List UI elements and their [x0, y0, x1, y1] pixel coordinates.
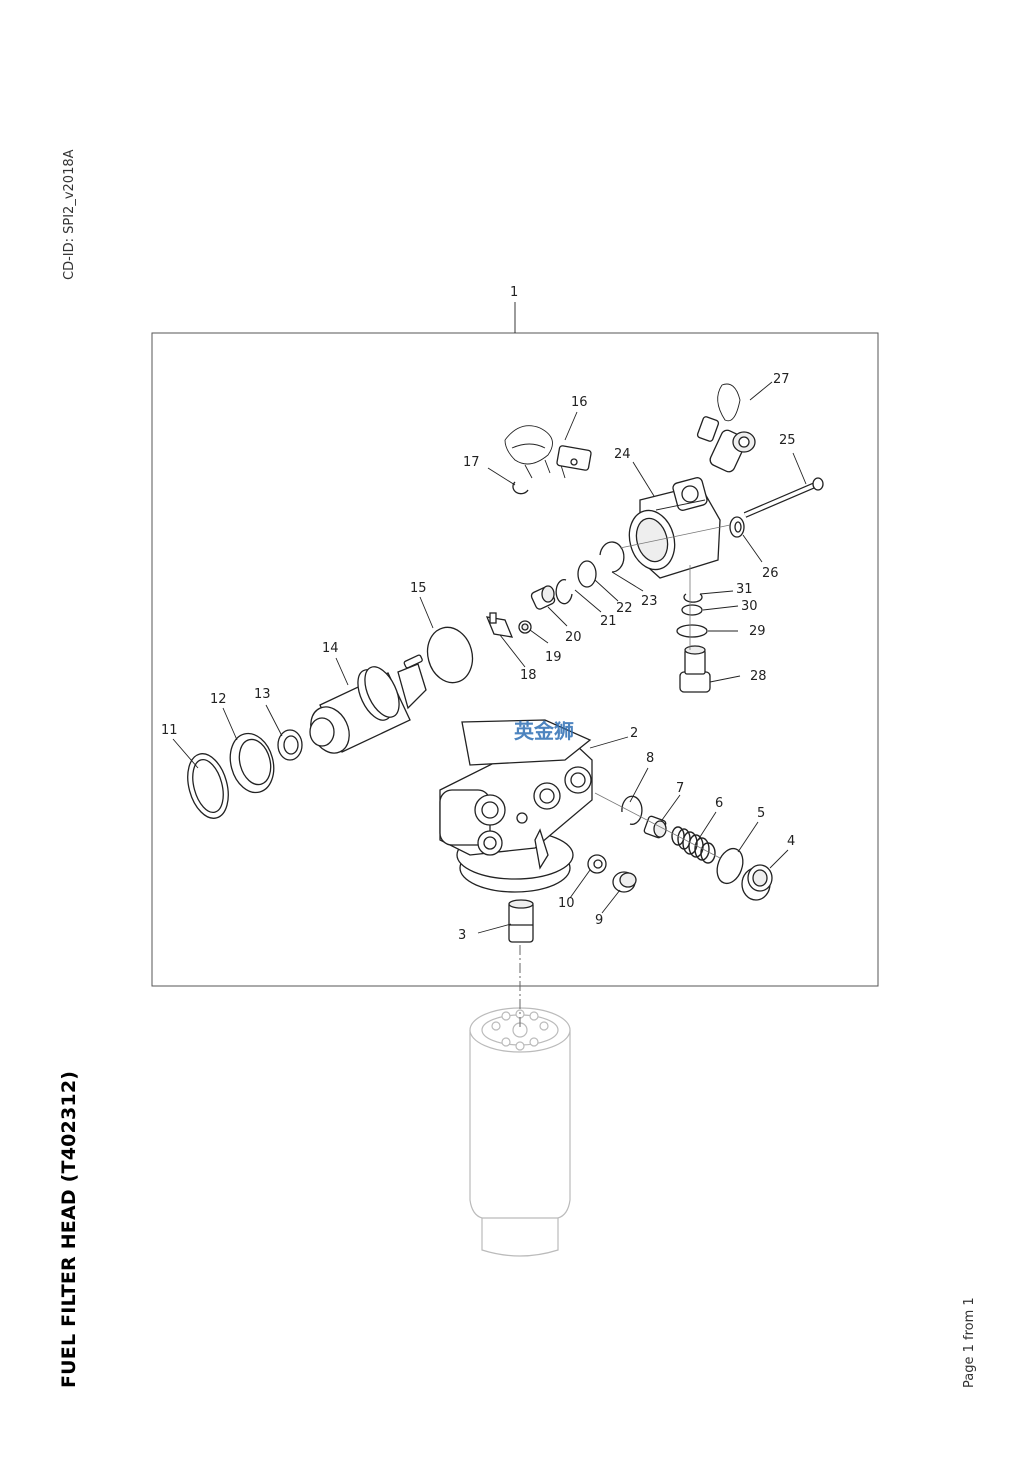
callout-10: 10 — [558, 896, 575, 911]
callout-4: 4 — [787, 834, 795, 849]
callout-11: 11 — [161, 723, 178, 738]
plug-9 — [612, 871, 637, 893]
callout-28: 28 — [750, 669, 767, 684]
callout-29: 29 — [749, 624, 766, 639]
snap-ring-31 — [683, 593, 703, 603]
o-ring-29 — [676, 624, 708, 638]
callout-5: 5 — [757, 806, 765, 821]
callout-15: 15 — [410, 581, 427, 596]
callout-30: 30 — [741, 599, 758, 614]
callout-2: 2 — [630, 726, 638, 741]
nipple-part — [508, 899, 534, 943]
callout-27: 27 — [773, 372, 790, 387]
seal-ring-12 — [229, 732, 275, 794]
o-ring-11 — [187, 753, 229, 819]
callout-20: 20 — [565, 630, 582, 645]
o-ring-5 — [716, 847, 744, 885]
callout-3: 3 — [458, 928, 466, 943]
callout-6: 6 — [715, 796, 723, 811]
callout-17: 17 — [463, 455, 480, 470]
valve-body-24 — [628, 477, 721, 579]
bracket-18 — [485, 612, 514, 638]
bolt-25 — [743, 477, 824, 518]
callout-18: 18 — [520, 668, 537, 683]
callout-23: 23 — [641, 594, 658, 609]
callout-25: 25 — [779, 433, 796, 448]
spring — [671, 826, 716, 864]
washer-10 — [587, 854, 607, 874]
callout-7: 7 — [676, 781, 684, 796]
o-ring-15 — [426, 626, 474, 684]
sensor-27 — [696, 383, 756, 473]
callout-19: 19 — [545, 650, 562, 665]
filter-head-housing — [439, 719, 593, 893]
snap-ring-8 — [621, 795, 643, 825]
o-ring-22 — [577, 560, 597, 588]
clip-17 — [512, 481, 529, 495]
callout-31: 31 — [736, 582, 753, 597]
snap-ring-21 — [555, 579, 573, 605]
o-ring-30 — [681, 604, 703, 616]
watermark-text: 英金狮 — [514, 719, 574, 743]
filter-cartridge — [469, 1007, 571, 1257]
callout-labels: 1 2 3 4 5 6 7 8 9 10 11 12 13 14 15 16 1… — [161, 285, 796, 943]
callout-1: 1 — [510, 285, 518, 300]
plug-cap — [741, 864, 773, 901]
callout-24: 24 — [614, 447, 631, 462]
callout-21: 21 — [600, 614, 617, 629]
nut-19 — [518, 620, 532, 634]
fuel-pump — [309, 654, 427, 754]
wire-harness-16 — [504, 425, 592, 479]
callout-9: 9 — [595, 913, 603, 928]
washer-13 — [277, 729, 303, 761]
washer-26 — [729, 516, 745, 538]
callout-13: 13 — [254, 687, 271, 702]
fitting-20 — [530, 585, 556, 610]
callout-14: 14 — [322, 641, 339, 656]
callout-8: 8 — [646, 751, 654, 766]
callout-22: 22 — [616, 601, 633, 616]
callout-12: 12 — [210, 692, 227, 707]
callout-16: 16 — [571, 395, 588, 410]
callout-26: 26 — [762, 566, 779, 581]
relief-valve-28 — [679, 645, 711, 693]
seal-ring-23 — [599, 541, 625, 573]
